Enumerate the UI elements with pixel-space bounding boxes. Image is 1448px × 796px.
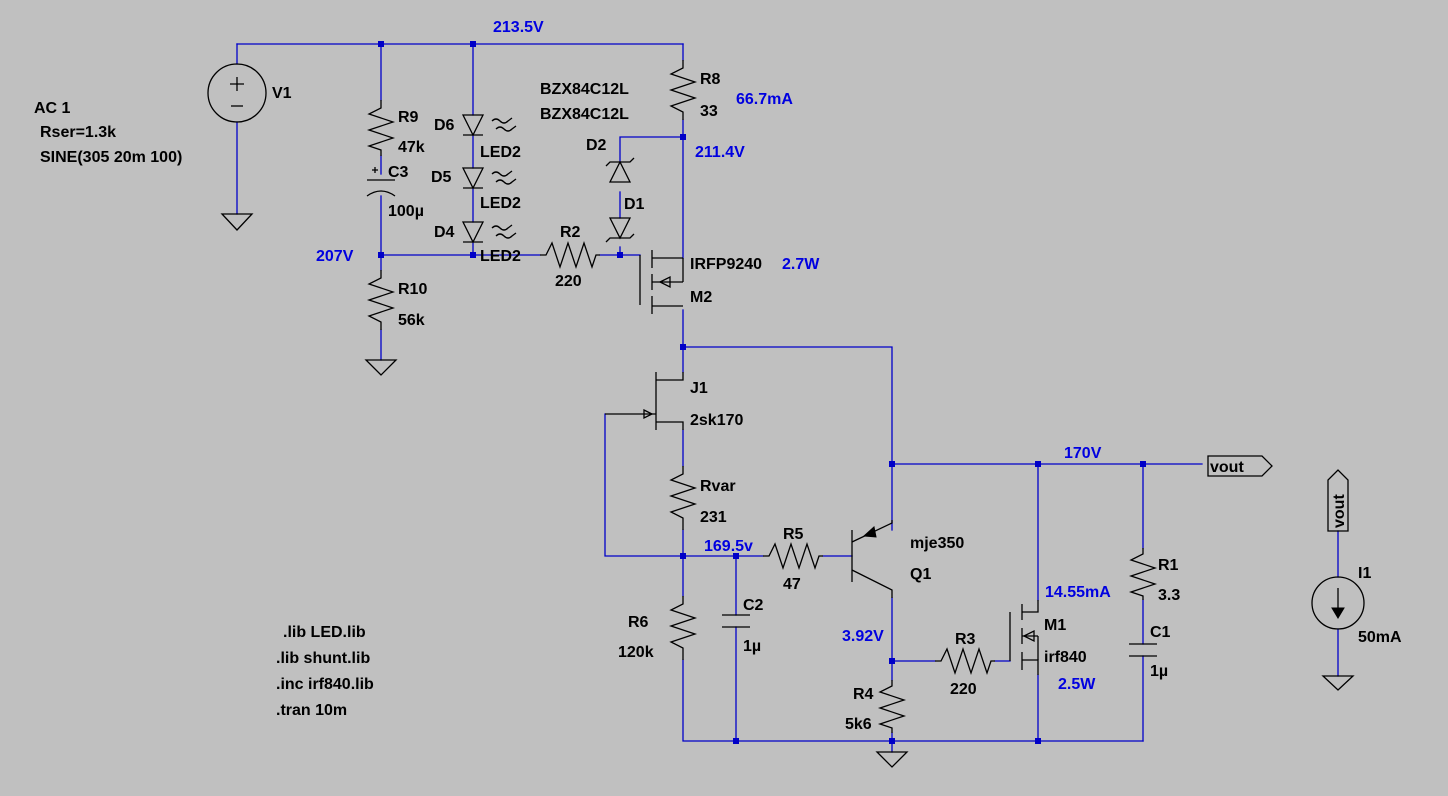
m2-power: 2.7W bbox=[782, 256, 820, 273]
r9-value: 47k bbox=[398, 139, 425, 156]
d2-name: D2 bbox=[586, 137, 607, 154]
ground-icon bbox=[875, 751, 909, 768]
c1-name: C1 bbox=[1150, 624, 1171, 641]
i1-value: 50mA bbox=[1358, 629, 1402, 646]
v1-voltage-source[interactable] bbox=[207, 63, 267, 123]
r1-name: R1 bbox=[1158, 557, 1179, 574]
r5-name: R5 bbox=[783, 526, 804, 543]
c3-name: C3 bbox=[388, 164, 409, 181]
r6-resistor[interactable] bbox=[668, 596, 698, 660]
rvar-resistor[interactable] bbox=[668, 466, 698, 530]
r9-name: R9 bbox=[398, 109, 419, 126]
c2-value: 1µ bbox=[743, 638, 761, 655]
rvar-node-voltage: 169.5v bbox=[704, 538, 753, 555]
v1-sine-spec: SINE(305 20m 100) bbox=[40, 149, 182, 166]
ground-icon bbox=[364, 359, 398, 376]
r4-resistor[interactable] bbox=[877, 680, 907, 733]
j1-name: J1 bbox=[690, 380, 708, 397]
r10-name: R10 bbox=[398, 281, 427, 298]
c1-value: 1µ bbox=[1150, 663, 1168, 680]
vout-port-i1-label: vout bbox=[1331, 494, 1348, 528]
c2-name: C2 bbox=[743, 597, 764, 614]
vout-port-label: vout bbox=[1210, 459, 1244, 476]
vout-voltage: 170V bbox=[1064, 445, 1102, 462]
vout-port-i1[interactable] bbox=[1327, 469, 1349, 532]
r5-value: 47 bbox=[783, 576, 801, 593]
c3-capacitor[interactable] bbox=[366, 167, 396, 197]
i1-name: I1 bbox=[1358, 565, 1371, 582]
q1-emitter-voltage: 3.92V bbox=[842, 628, 884, 645]
d1-name: D1 bbox=[624, 196, 645, 213]
r2-resistor[interactable] bbox=[540, 240, 600, 270]
ground-icon bbox=[220, 213, 254, 231]
rvar-value: 231 bbox=[700, 509, 727, 526]
r8-value: 33 bbox=[700, 103, 718, 120]
r6-value: 120k bbox=[618, 644, 654, 661]
v1-ac-spec: AC 1 bbox=[34, 100, 71, 117]
junctions bbox=[378, 41, 1146, 744]
m1-name: M1 bbox=[1044, 617, 1066, 634]
q1-name: Q1 bbox=[910, 566, 931, 583]
r9-resistor[interactable] bbox=[366, 100, 396, 156]
r3-name: R3 bbox=[955, 631, 976, 648]
q1-model: mje350 bbox=[910, 535, 964, 552]
c2-capacitor[interactable] bbox=[722, 614, 750, 628]
r8-resistor[interactable] bbox=[668, 60, 698, 120]
m2-model: IRFP9240 bbox=[690, 256, 762, 273]
c1-capacitor[interactable] bbox=[1129, 643, 1157, 657]
r8-current: 66.7mA bbox=[736, 91, 793, 108]
m1-current: 14.55mA bbox=[1045, 584, 1111, 601]
d4-led[interactable] bbox=[461, 221, 517, 244]
r2-value: 220 bbox=[555, 273, 582, 290]
d6-name: D6 bbox=[434, 117, 455, 134]
j1-model: 2sk170 bbox=[690, 412, 743, 429]
d4-name: D4 bbox=[434, 224, 455, 241]
d2-zener-diode[interactable] bbox=[605, 157, 635, 183]
r1-resistor[interactable] bbox=[1128, 548, 1158, 600]
r1-value: 3.3 bbox=[1158, 587, 1180, 604]
labels: V1 AC 1 Rser=1.3k SINE(305 20m 100) R9 4… bbox=[34, 19, 1402, 733]
d2-model: BZX84C12L bbox=[540, 81, 629, 98]
r10-value: 56k bbox=[398, 312, 425, 329]
m2-name: M2 bbox=[690, 289, 712, 306]
r10-resistor[interactable] bbox=[366, 270, 396, 330]
d6-model: LED2 bbox=[480, 144, 521, 161]
d4-model: LED2 bbox=[480, 248, 521, 265]
m1-model: irf840 bbox=[1044, 649, 1087, 666]
vout-port[interactable] bbox=[1207, 455, 1273, 477]
m1-power: 2.5W bbox=[1058, 676, 1096, 693]
v1-rser-spec: Rser=1.3k bbox=[40, 124, 116, 141]
r3-value: 220 bbox=[950, 681, 977, 698]
m1-nmos-transistor[interactable] bbox=[1009, 600, 1039, 675]
j1-jfet-transistor[interactable] bbox=[605, 372, 684, 430]
r2-name: R2 bbox=[560, 224, 581, 241]
c3-value: 100µ bbox=[388, 203, 424, 220]
d6-led[interactable] bbox=[461, 114, 517, 137]
d1-zener-diode[interactable] bbox=[605, 217, 635, 243]
rvar-name: Rvar bbox=[700, 478, 736, 495]
d5-led[interactable] bbox=[461, 167, 517, 190]
directive-tran: .tran 10m bbox=[276, 702, 347, 719]
r8-name: R8 bbox=[700, 71, 721, 88]
d1-model: BZX84C12L bbox=[540, 106, 629, 123]
m2-source-voltage: 211.4V bbox=[695, 144, 745, 161]
r6-name: R6 bbox=[628, 614, 649, 631]
top-rail-voltage: 213.5V bbox=[493, 19, 544, 36]
v1-name: V1 bbox=[272, 85, 292, 102]
directive-inc-irf840: .inc irf840.lib bbox=[276, 676, 374, 693]
r3-resistor[interactable] bbox=[935, 646, 995, 676]
r4-value: 5k6 bbox=[845, 716, 872, 733]
i1-current-source[interactable] bbox=[1311, 576, 1365, 630]
gate-bias-voltage: 207V bbox=[316, 248, 354, 265]
r4-name: R4 bbox=[853, 686, 874, 703]
d5-name: D5 bbox=[431, 169, 452, 186]
q1-pnp-transistor[interactable] bbox=[851, 520, 893, 598]
m2-pmos-transistor[interactable] bbox=[639, 250, 684, 314]
directive-lib-shunt: .lib shunt.lib bbox=[276, 650, 370, 667]
d5-model: LED2 bbox=[480, 195, 521, 212]
r5-resistor[interactable] bbox=[763, 541, 823, 571]
ground-icon bbox=[1321, 675, 1355, 691]
directive-lib-led: .lib LED.lib bbox=[283, 624, 366, 641]
